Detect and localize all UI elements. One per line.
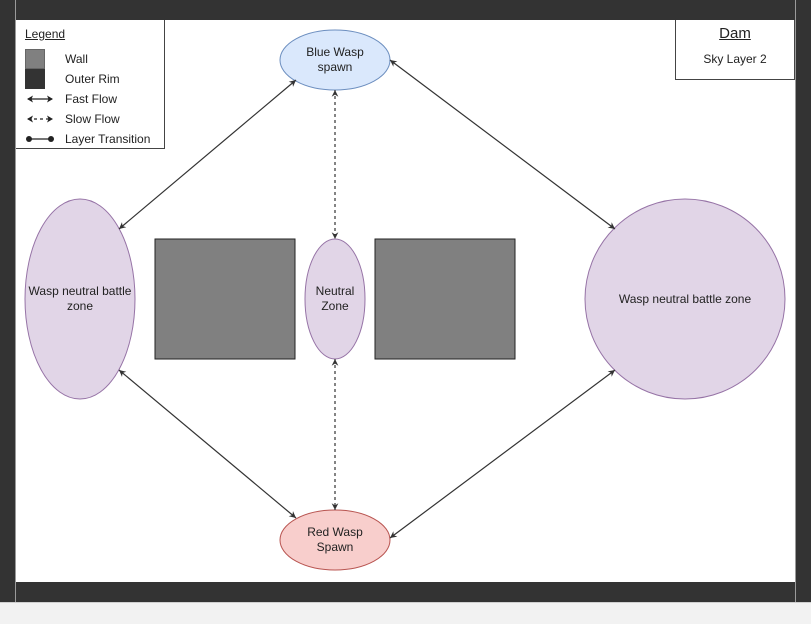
map-subtitle: Sky Layer 2	[703, 52, 767, 66]
fast-flow-blue-left	[118, 79, 297, 230]
fast-flow-left-red	[118, 369, 297, 519]
right-battle-zone-label: Wasp neutral battle zone	[618, 291, 752, 306]
legend-item-wall: Wall	[16, 49, 165, 69]
right-battle-zone	[584, 198, 786, 400]
legend-label-wall: Wall	[65, 52, 88, 66]
outer-rim-swatch	[25, 69, 45, 89]
layer-transition-icon	[26, 136, 54, 142]
wall-right	[374, 238, 516, 360]
outer-rim-left	[0, 0, 16, 602]
page-guide-left	[15, 0, 16, 602]
page-guide-right	[795, 0, 796, 602]
wall-swatch	[25, 49, 45, 69]
legend-item-outer-rim: Outer Rim	[16, 69, 165, 89]
page-guide-bottom	[0, 602, 811, 603]
neutral-zone-label: Neutral Zone	[315, 284, 355, 313]
blue-wasp-spawn-label: Blue Wasp spawn	[306, 45, 364, 74]
fast-flow-icon	[27, 95, 53, 103]
legend-title: Legend	[25, 27, 66, 41]
outer-rim-bottom	[0, 582, 811, 602]
left-battle-zone-label: Wasp neutral battle zone	[28, 284, 132, 313]
left-battle-zone	[24, 198, 136, 400]
red-wasp-spawn-label: Red Wasp Spawn	[307, 525, 363, 554]
fast-flow-right-red	[389, 369, 616, 539]
wall-left	[154, 238, 296, 360]
legend-item-layer-transition: Layer Transition	[16, 129, 165, 149]
legend-label-layer-transition: Layer Transition	[65, 132, 151, 146]
map-title-box: Dam Sky Layer 2	[675, 20, 795, 80]
outer-rim-top	[0, 0, 811, 20]
legend-item-slow-flow: Slow Flow	[16, 109, 165, 129]
map-title: Dam	[719, 25, 751, 42]
legend-label-slow-flow: Slow Flow	[65, 112, 120, 126]
outer-rim-right	[795, 0, 811, 602]
legend-label-fast-flow: Fast Flow	[65, 92, 118, 106]
slow-flow-icon	[27, 115, 53, 123]
fast-flow-blue-right	[389, 59, 616, 230]
legend: Legend Wall Outer Rim Fast Flow Slow Flo…	[16, 20, 165, 149]
legend-item-fast-flow: Fast Flow	[16, 89, 165, 109]
legend-label-outer-rim: Outer Rim	[65, 72, 120, 86]
